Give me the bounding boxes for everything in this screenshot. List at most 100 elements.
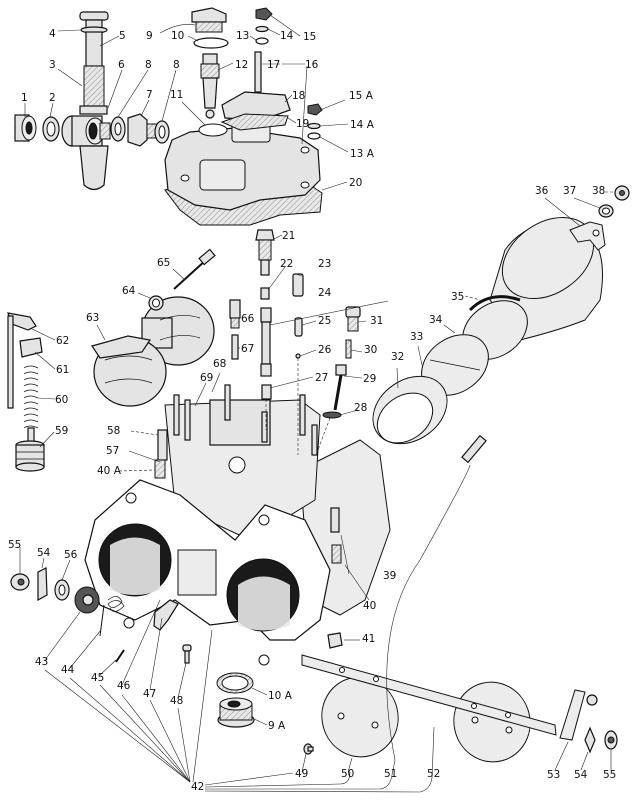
part-8-washer — [110, 116, 126, 142]
part-23-jet — [292, 273, 304, 297]
callout-9a: 9 A — [268, 720, 286, 732]
part-17-stud — [254, 51, 262, 93]
callout-38: 38 — [592, 185, 605, 197]
callout-65: 65 — [157, 257, 170, 269]
callout-27: 27 — [315, 372, 328, 384]
part-14a-washer — [307, 122, 321, 130]
callout-8: 8 — [145, 59, 152, 71]
part-39-screw — [330, 507, 340, 533]
part-36-bracket — [569, 221, 606, 251]
callout-3: 3 — [49, 59, 56, 71]
carburetor-cover-assembly — [164, 7, 323, 226]
callout-53: 53 — [547, 769, 560, 781]
part-1-inlet-cap — [14, 114, 37, 142]
part-26-ball — [295, 353, 301, 359]
callout-64: 64 — [122, 285, 136, 297]
callout-51: 51 — [384, 768, 397, 780]
callout-13a: 13 A — [350, 148, 375, 160]
callout-14a: 14 A — [350, 119, 375, 131]
callout-49: 49 — [295, 768, 308, 780]
callout-31: 31 — [370, 315, 383, 327]
callout-34: 34 — [429, 314, 443, 326]
callout-69: 69 — [200, 372, 213, 384]
part-11-orifice — [198, 123, 228, 137]
callout-10: 10 — [171, 30, 184, 42]
part-29-tube — [333, 364, 347, 411]
callout-9: 9 — [146, 30, 153, 42]
part-47-lever — [153, 599, 179, 631]
callout-59: 59 — [55, 425, 68, 437]
part-3-filter-tower — [79, 11, 109, 115]
part-40-spring — [331, 544, 342, 564]
part-48-screw — [182, 644, 192, 664]
part-45-pin — [115, 649, 125, 663]
callout-24: 24 — [318, 287, 332, 299]
callout-66: 66 — [241, 313, 255, 325]
callout-40a: 40 A — [97, 465, 122, 477]
callout-15: 15 — [303, 31, 316, 43]
callout-33: 33 — [410, 331, 423, 343]
part-31-jet — [345, 306, 361, 332]
callout-55-second: 55 — [603, 769, 616, 781]
part-59-piston — [15, 440, 45, 472]
fuel-inlet-assembly — [14, 11, 170, 191]
part-53-lever — [559, 689, 598, 741]
callout-55: 55 — [8, 539, 21, 551]
part-18-plate — [221, 91, 291, 121]
flange-window — [177, 549, 217, 596]
callout-39: 39 — [383, 570, 396, 582]
callout-43: 43 — [35, 656, 48, 668]
part-40a-spring — [154, 459, 166, 479]
callout-18: 18 — [292, 90, 305, 102]
part-28-gasket — [322, 411, 342, 419]
part-61-nut — [19, 337, 43, 358]
callout-11: 11 — [170, 89, 183, 101]
callout-4: 4 — [49, 28, 56, 40]
part-14-washer — [255, 25, 269, 33]
callout-35: 35 — [451, 291, 464, 303]
callout-68: 68 — [213, 358, 226, 370]
callout-50: 50 — [341, 768, 354, 780]
callout-47: 47 — [143, 688, 156, 700]
stud — [461, 434, 487, 464]
callout-6: 6 — [118, 59, 125, 71]
part-19-gasket — [220, 113, 289, 131]
callout-10a: 10 A — [268, 690, 293, 702]
part-10-gasket — [193, 37, 229, 49]
callout-15a: 15 A — [349, 90, 374, 102]
part-25-jet — [294, 317, 303, 337]
part-63-air-horns — [91, 296, 215, 407]
part-30-spring — [345, 339, 352, 359]
callout-20: 20 — [349, 177, 362, 189]
callout-42: 42 — [191, 781, 204, 793]
callout-67: 67 — [241, 343, 254, 355]
part-55-nut — [10, 573, 30, 591]
callout-48: 48 — [170, 695, 183, 707]
carburetor-body — [84, 384, 391, 666]
part-32-choke-tube — [372, 375, 448, 445]
callout-56: 56 — [64, 549, 78, 561]
cover-float-chamber — [199, 159, 246, 191]
part-6-inlet-body — [61, 115, 111, 191]
callout-30: 30 — [364, 344, 377, 356]
callout-32: 32 — [391, 351, 404, 363]
part-37-washer — [598, 204, 614, 218]
callout-labels: 1 2 3 4 5 6 7 8 8 9 10 11 12 13 14 15 16… — [8, 28, 616, 793]
callout-13: 13 — [236, 30, 249, 42]
part-13-washer — [255, 37, 269, 45]
callout-14: 14 — [280, 30, 294, 42]
callout-62: 62 — [56, 335, 69, 347]
part-66-jet — [229, 299, 241, 319]
part-41-plug — [327, 632, 343, 649]
venturi-stack — [372, 216, 603, 464]
leader-lines — [19, 14, 614, 793]
part-64-ring — [148, 295, 164, 311]
part-43-bush — [74, 586, 100, 614]
callout-36: 36 — [535, 185, 549, 197]
part-7-nut — [127, 113, 158, 147]
part-9a-plug — [217, 697, 255, 728]
part-10a-gasket — [216, 672, 254, 694]
part-58-jet — [157, 429, 168, 461]
callout-46: 46 — [117, 680, 131, 692]
part-15a-nut — [307, 103, 323, 116]
